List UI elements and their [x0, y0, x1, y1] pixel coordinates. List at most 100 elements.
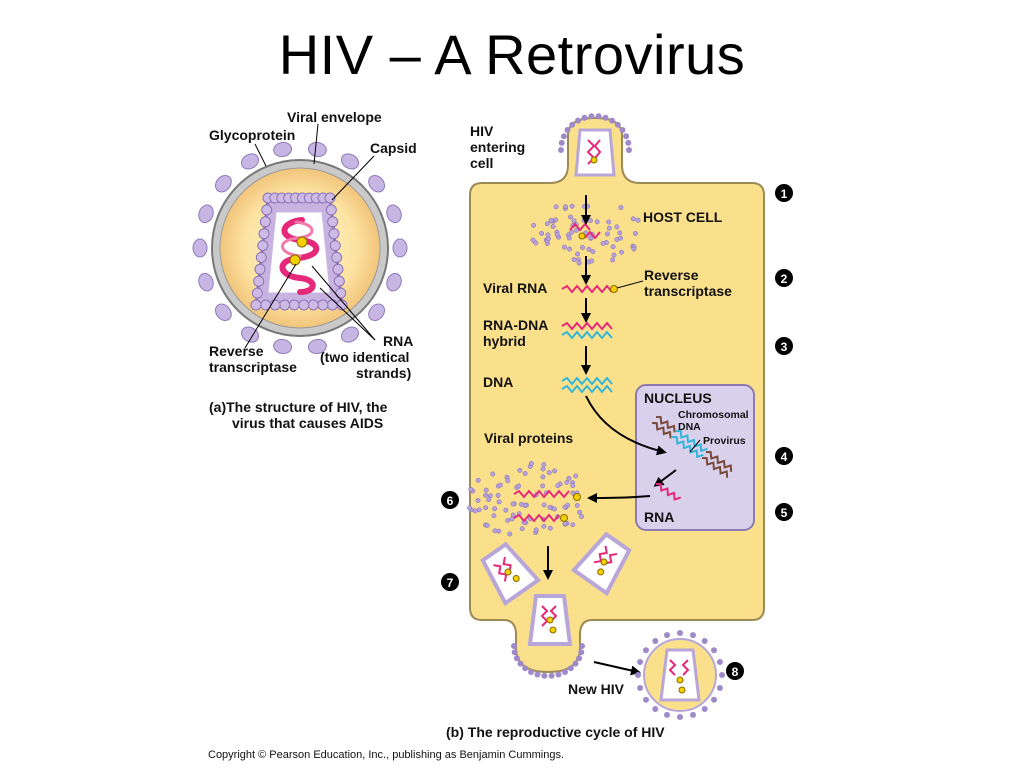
- glycoprotein-knob: [307, 141, 327, 158]
- envelope-bead: [716, 659, 723, 665]
- envelope-bead: [534, 671, 541, 678]
- protein-dot: [490, 471, 496, 477]
- envelope-bead: [637, 685, 644, 691]
- label-new-hiv: New HIV: [568, 681, 625, 697]
- protein-dot: [507, 531, 513, 537]
- new-hiv-capsid: [659, 648, 701, 702]
- glycoprotein-knob: [192, 238, 208, 258]
- envelope-bead: [541, 672, 548, 679]
- protein-dot: [491, 513, 497, 519]
- capsid-bead: [251, 287, 263, 299]
- protein-dot: [486, 497, 492, 503]
- step-badge-3: 3: [775, 337, 793, 355]
- protein-dot: [492, 506, 498, 512]
- capsid-bead: [257, 240, 269, 252]
- capsid-bead: [328, 228, 340, 240]
- reverse-transcriptase-enzyme: [289, 254, 301, 266]
- capsid-bead: [259, 216, 271, 228]
- caption-b: (b) The reproductive cycle of HIV: [446, 724, 665, 740]
- protein-dot: [550, 224, 556, 230]
- leader-rna-2: [319, 287, 376, 341]
- protein-dot: [571, 218, 577, 224]
- cytoplasm-rna-1: [513, 489, 570, 499]
- envelope-bead: [677, 630, 683, 636]
- protein-dot: [540, 474, 546, 480]
- protein-dot: [492, 528, 498, 534]
- entering-rna: [593, 139, 602, 159]
- protein-dot: [533, 240, 539, 246]
- protein-dot: [517, 467, 523, 473]
- envelope-bead: [635, 672, 641, 678]
- protein-dot: [509, 516, 515, 522]
- protein-dot: [611, 252, 617, 258]
- protein-dot: [577, 509, 583, 515]
- label-entering: entering: [470, 139, 525, 155]
- label-capsid: Capsid: [370, 140, 417, 156]
- step-badge-8: 8: [726, 662, 744, 680]
- capsid-bead: [327, 216, 339, 228]
- arrow-into-nucleus: [585, 395, 667, 456]
- assembling-capsid: [570, 531, 632, 597]
- envelope-bead: [701, 706, 708, 712]
- label-hybrid: hybrid: [483, 333, 526, 349]
- host-cell: [469, 116, 765, 674]
- envelope-bead: [625, 139, 632, 146]
- protein-dot: [580, 245, 585, 250]
- hybrid-dna-wave: [561, 330, 613, 340]
- protein-dot: [510, 501, 516, 507]
- protein-dot: [630, 216, 636, 222]
- envelope-bead: [555, 671, 562, 678]
- rna-strand-2: [281, 220, 314, 258]
- capsid-bead: [253, 275, 265, 287]
- cytoplasm-enzyme: [573, 493, 581, 501]
- glycoprotein-knob: [368, 174, 385, 193]
- envelope-bead: [513, 655, 520, 662]
- glycoprotein-knob: [198, 204, 214, 224]
- protein-dot: [619, 249, 624, 255]
- new-hiv-enzyme: [676, 676, 684, 684]
- glycoprotein-knobs: [192, 141, 408, 355]
- chromosomal-dna-2: [655, 416, 676, 433]
- leader-rt: [616, 280, 644, 289]
- envelope-bead: [602, 114, 609, 121]
- label-chromosomal-dna: DNA: [678, 421, 701, 433]
- protein-dot: [606, 219, 612, 225]
- protein-dot: [497, 482, 503, 488]
- envelope-bead: [558, 139, 565, 146]
- envelope-bead: [716, 685, 723, 691]
- envelope-bead: [528, 669, 534, 675]
- protein-dot: [632, 231, 638, 236]
- released-rna: [569, 222, 601, 240]
- protein-dot: [564, 479, 570, 485]
- step-badge-5: 5: [775, 503, 793, 521]
- released-enzyme: [578, 232, 586, 240]
- arrow-to-cytoplasm: [587, 492, 651, 503]
- label-reverse: Reverse: [644, 267, 699, 283]
- label-nucleus-rna: RNA: [644, 509, 674, 525]
- capsid-bead: [250, 299, 262, 311]
- envelope-bead: [619, 127, 626, 133]
- label-chromosomal: Chromosomal: [678, 409, 749, 421]
- envelope-bead: [522, 665, 529, 672]
- glycoprotein-knob: [215, 303, 232, 322]
- caption-a-line1: (a)The structure of HIV, the: [209, 399, 388, 415]
- protein-dot: [541, 462, 547, 468]
- envelope-bead: [677, 714, 683, 720]
- protein-dot: [566, 475, 572, 481]
- envelope-bead: [588, 113, 595, 120]
- leader-provirus: [689, 439, 701, 453]
- step-badge-4: 4: [775, 447, 793, 465]
- label-glycoprotein: Glycoprotein: [209, 127, 295, 143]
- dna-wave-2: [561, 384, 613, 394]
- envelope-bead: [562, 669, 568, 675]
- protein-dot: [503, 507, 509, 513]
- provirus-2: [675, 430, 708, 453]
- dna-wave-1: [561, 376, 613, 386]
- protein-dot: [562, 521, 568, 527]
- envelope-bead: [578, 649, 585, 656]
- protein-dot: [562, 504, 568, 510]
- envelope-bead: [548, 672, 555, 679]
- entering-virion-beads: [558, 113, 632, 153]
- protein-dot: [472, 508, 478, 514]
